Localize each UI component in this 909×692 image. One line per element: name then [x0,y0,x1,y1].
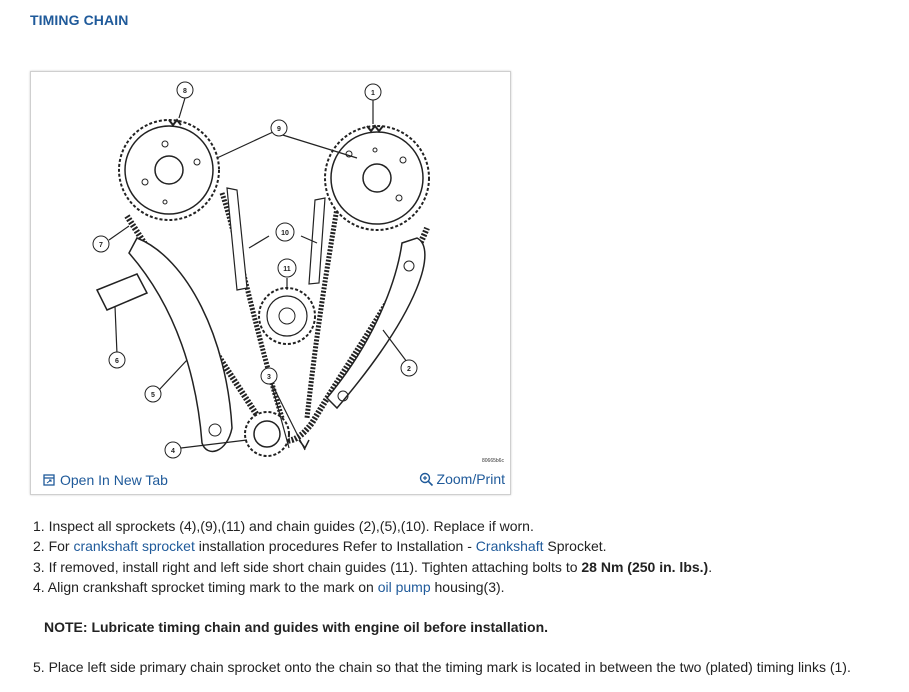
svg-text:1: 1 [371,90,375,97]
step-1: 1. Inspect all sprockets (4),(9),(11) an… [33,518,534,534]
svg-text:10: 10 [281,230,289,237]
callout-1: 1 [364,83,382,101]
callout-7: 7 [92,235,110,253]
callout-5: 5 [144,385,162,403]
callout-10: 10 [275,222,295,242]
zoom-print-label: Zoom/Print [436,471,505,487]
svg-text:8: 8 [183,88,187,95]
callout-3: 3 [260,367,278,385]
callout-6: 6 [108,351,126,369]
step-4: 4. Align crankshaft sprocket timing mark… [33,578,505,595]
step-2: 2. For crankshaft sprocket installation … [33,538,607,555]
lubrication-note: NOTE: Lubricate timing chain and guides … [44,619,549,635]
crankshaft-link[interactable]: Crankshaft [475,538,544,555]
figure-id: 80665b6c [482,458,504,464]
svg-text:2: 2 [407,366,411,373]
instruction-steps: 1. Inspect all sprockets (4),(9),(11) an… [33,516,903,597]
timing-chain-figure: 8 1 9 10 11 7 6 5 4 3 2 80665b6c Open In… [30,71,511,495]
svg-text:5: 5 [151,392,155,399]
svg-text:9: 9 [277,126,281,133]
open-in-new-tab-button[interactable]: Open In New Tab [43,472,168,488]
callout-2: 2 [400,359,418,377]
crankshaft-sprocket-link[interactable]: crankshaft sprocket [73,538,195,555]
callout-9: 9 [270,119,288,137]
callout-8: 8 [176,81,194,99]
svg-text:3: 3 [267,374,271,381]
svg-text:6: 6 [115,358,119,365]
figure-toolbar: Open In New Tab Zoom/Print [31,466,510,494]
zoom-print-button[interactable]: Zoom/Print [419,471,505,487]
page-title: TIMING CHAIN [30,12,129,28]
svg-text:7: 7 [99,242,103,249]
open-in-new-tab-label: Open In New Tab [60,472,168,488]
callout-11: 11 [277,258,297,278]
svg-text:4: 4 [171,448,175,455]
step-5: 5. Place left side primary chain sprocke… [33,659,851,675]
timing-chain-diagram[interactable]: 8 1 9 10 11 7 6 5 4 3 2 [37,78,505,466]
step-3: 3. If removed, install right and left si… [33,558,713,575]
oil-pump-link[interactable]: oil pump [377,578,431,595]
external-window-icon [43,474,55,486]
magnifier-plus-icon [419,472,433,486]
svg-text:11: 11 [283,266,291,273]
torque-spec: 28 Nm (250 in. lbs.) [581,558,709,575]
callout-4: 4 [164,441,182,459]
